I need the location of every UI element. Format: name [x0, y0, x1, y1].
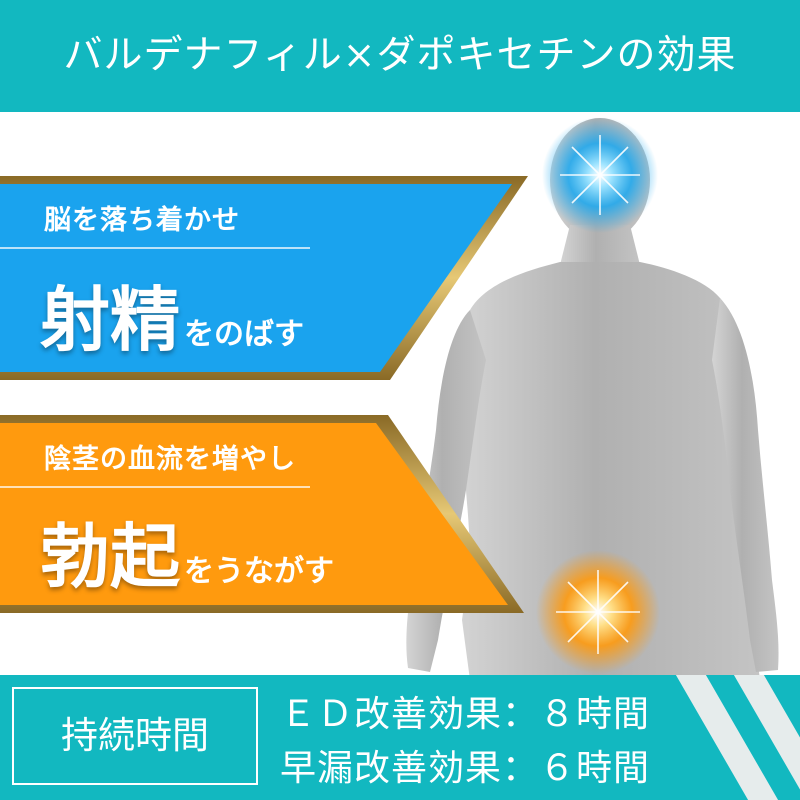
brain-glow [542, 117, 658, 233]
duration-box: 持続時間 [12, 687, 258, 785]
ejaculation-headline-suffix: をのばす [184, 317, 304, 352]
erection-headline-main: 勃起 [40, 516, 180, 598]
erection-headline: 勃起をうながす [40, 501, 334, 602]
footer-bar: 持続時間 ＥＤ改善効果：８時間 早漏改善効果：６時間 [0, 675, 800, 800]
erection-banner: 陰茎の血流を増やし 勃起をうながす [0, 415, 540, 613]
pe-effect-duration: 早漏改善効果：６時間 [280, 748, 651, 789]
groin-glow [536, 550, 660, 674]
human-body-figure [406, 117, 779, 680]
erection-headline-suffix: をうながす [184, 554, 334, 589]
ejaculation-headline-main: 射精 [40, 279, 180, 361]
erection-subtitle: 陰茎の血流を増やし [44, 444, 296, 475]
page-title: バルデナフィル×ダポキセチンの効果 [63, 33, 737, 78]
body-silhouette [406, 118, 779, 680]
ejaculation-subtitle: 脳を落ち着かせ [44, 205, 240, 236]
ejaculation-headline: 射精をのばす [40, 264, 304, 365]
header-bar: バルデナフィル×ダポキセチンの効果 [0, 0, 800, 112]
duration-label: 持続時間 [61, 714, 209, 757]
ed-effect-duration: ＥＤ改善効果：８時間 [280, 694, 651, 735]
ejaculation-banner: 脳を落ち着かせ 射精をのばす [0, 176, 540, 380]
